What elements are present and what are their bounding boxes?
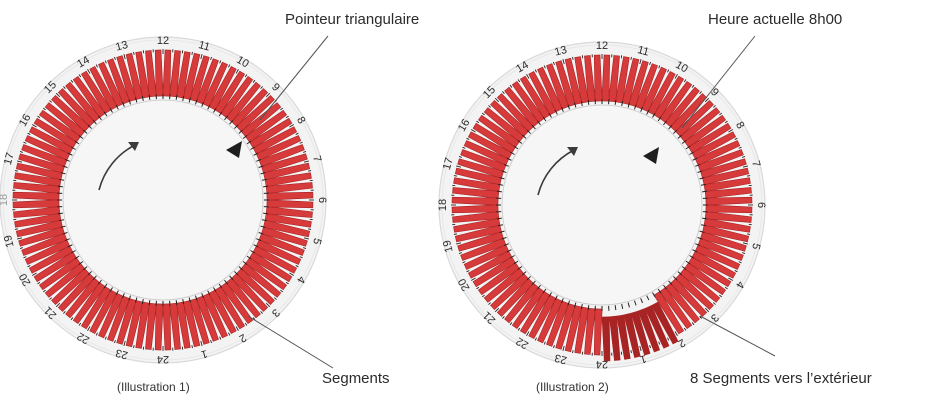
leader-pointer	[260, 36, 328, 120]
caption-illustration-2: (Illustration 2)	[536, 381, 609, 393]
leader-segments-2	[700, 316, 775, 356]
caption-illustration-1: (Illustration 1)	[117, 381, 190, 393]
label-segments-exterieur: 8 Segments vers l’extérieur	[690, 371, 872, 386]
label-segments: Segments	[322, 371, 390, 386]
label-heure-actuelle: Heure actuelle 8h00	[708, 12, 842, 27]
leader-current-time	[682, 36, 755, 128]
leader-segments-1	[248, 316, 333, 368]
label-pointeur-triangulaire: Pointeur triangulaire	[285, 12, 419, 27]
